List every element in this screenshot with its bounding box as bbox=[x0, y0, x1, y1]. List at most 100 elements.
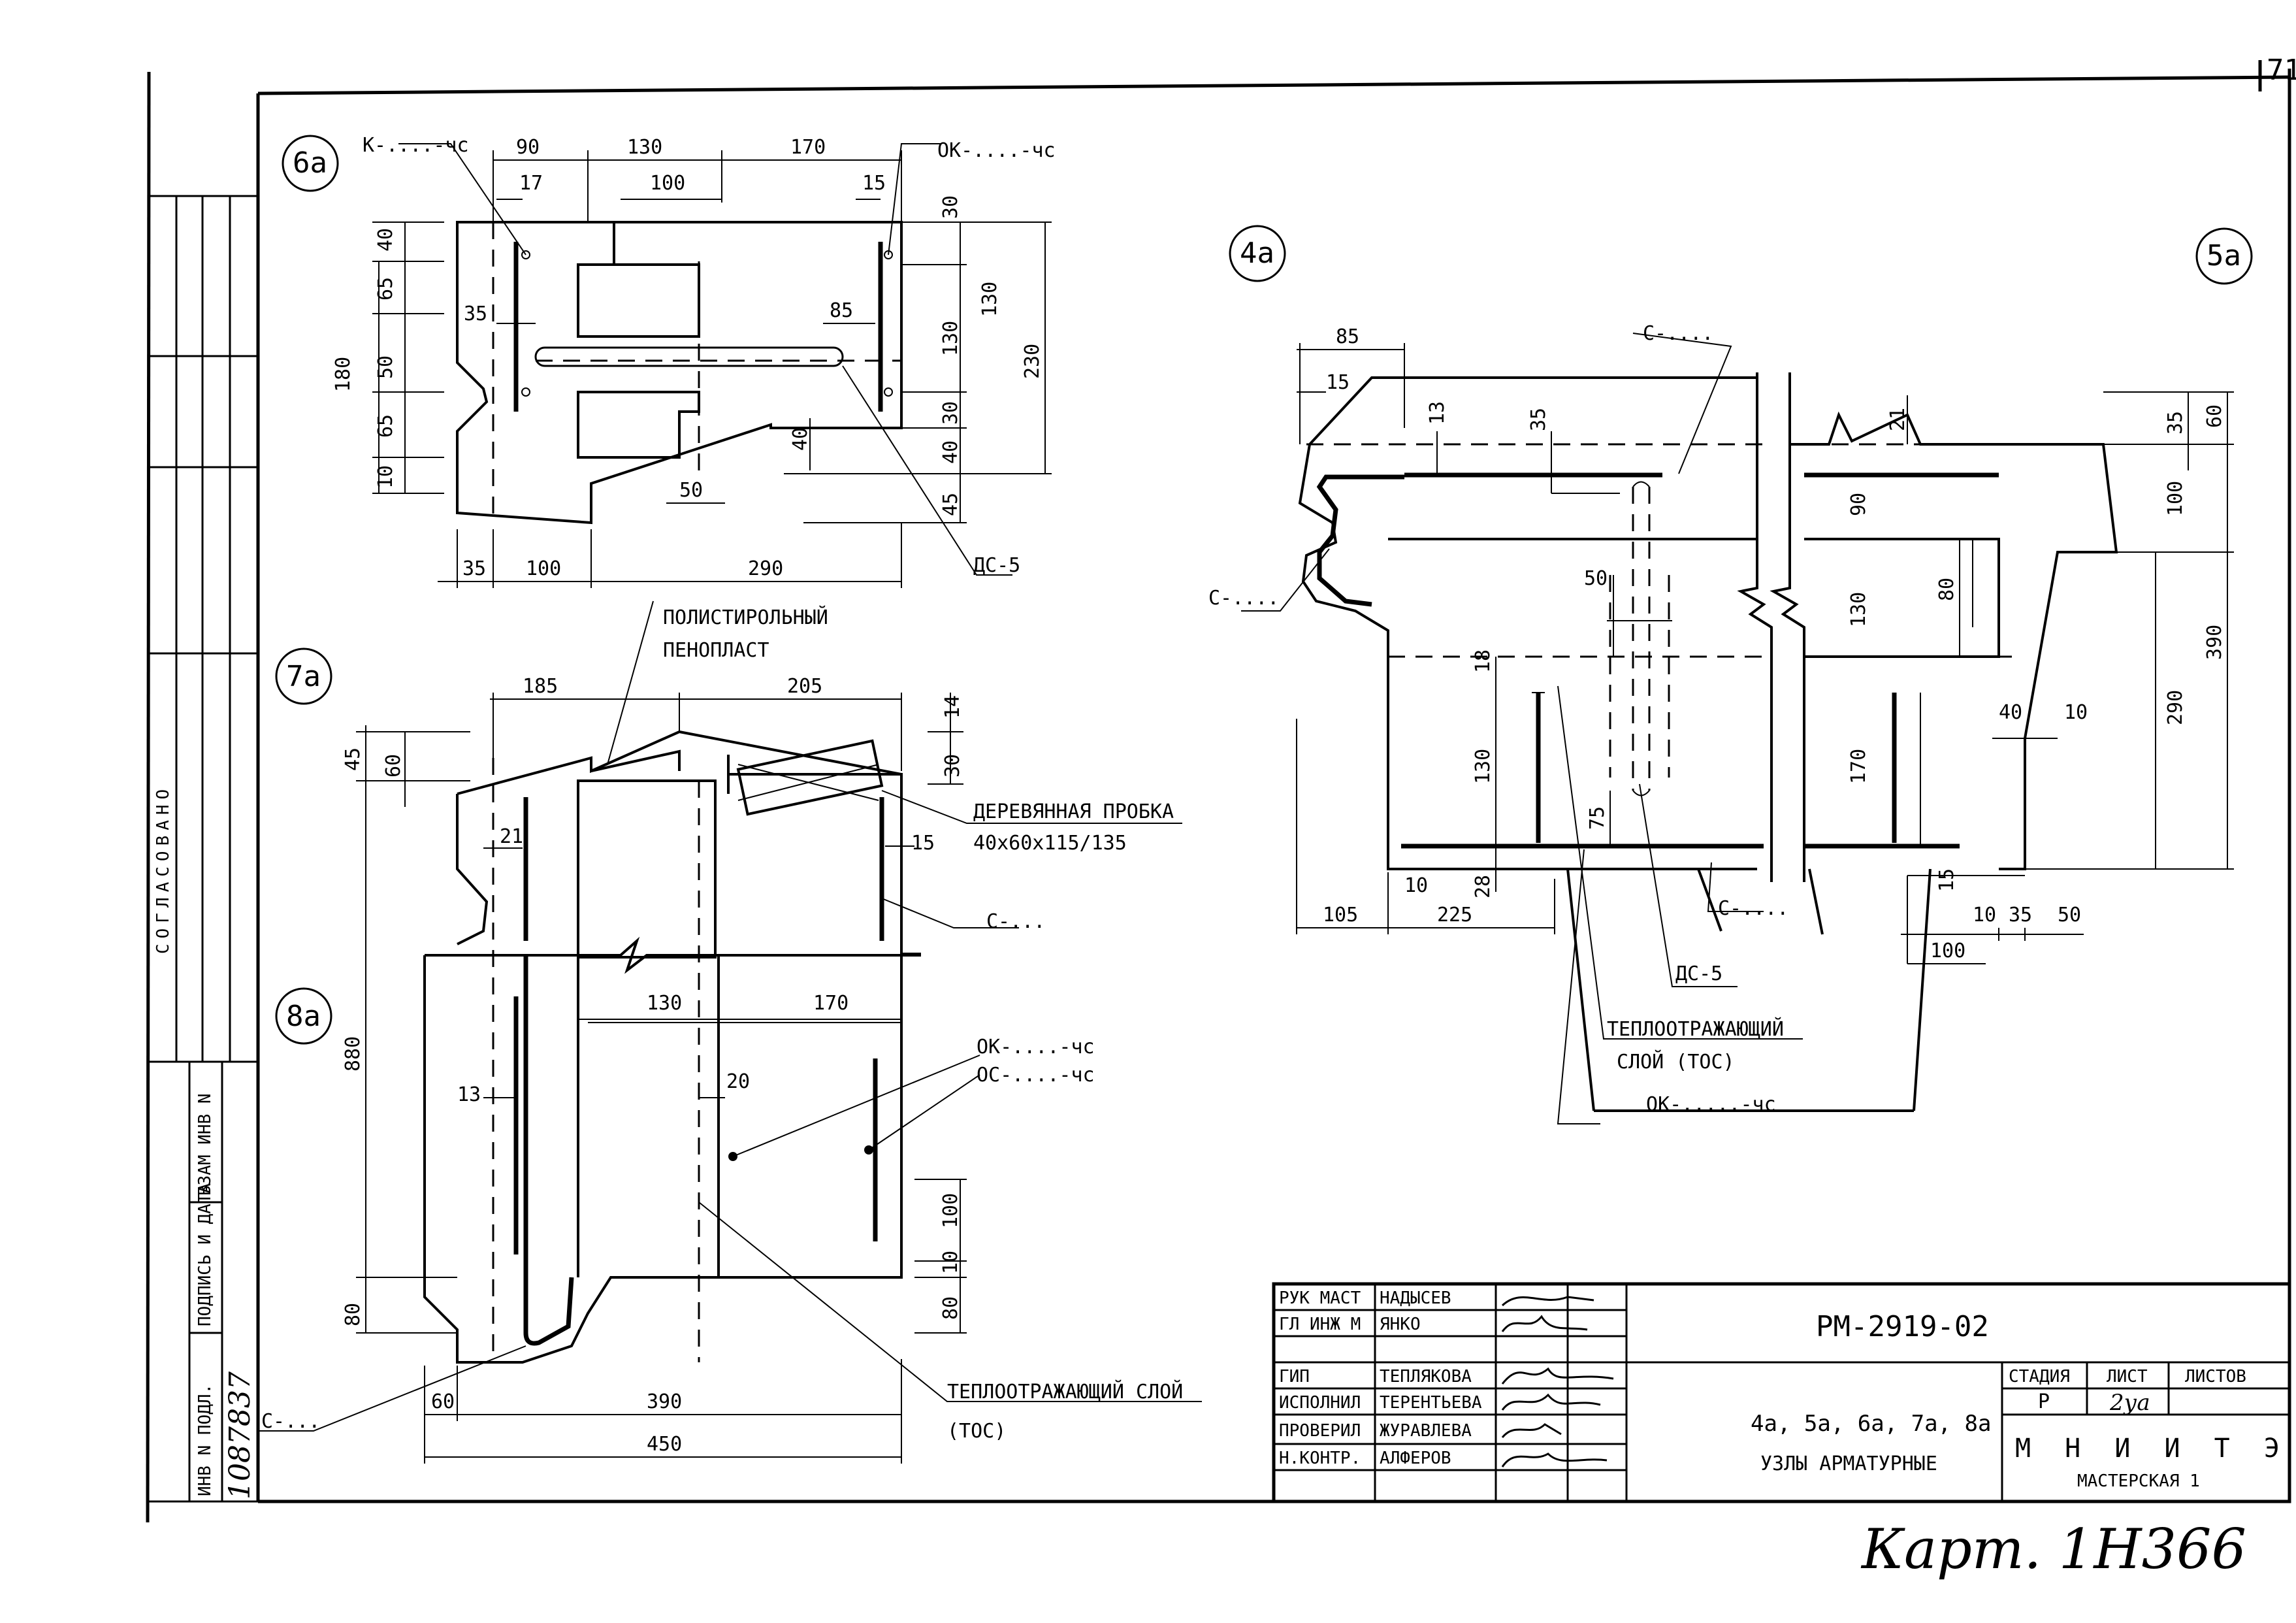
node-8a-circle bbox=[275, 987, 332, 1045]
node-5a-dim-60: 60 bbox=[2203, 404, 2226, 428]
node-4a-dim-85: 85 bbox=[1336, 325, 1359, 348]
node-6a-dim-65a: 65 bbox=[374, 277, 397, 301]
inv-podl-label: ИНВ N ПОДЛ. bbox=[195, 1384, 215, 1496]
tb-name-0: НАДЫСЕВ bbox=[1380, 1288, 1451, 1308]
node-6a-circle bbox=[282, 135, 339, 192]
node-6a-mark-k: К-....-чс bbox=[363, 134, 469, 157]
node-8a-dim-450: 450 bbox=[647, 1433, 682, 1456]
node-4a-dim-35: 35 bbox=[1527, 408, 1550, 431]
node-7a-dim-45: 45 bbox=[342, 747, 364, 771]
podpis-label: ПОДПИСЬ И ДАТА bbox=[195, 1183, 215, 1326]
node-8a-dim-880: 880 bbox=[342, 1036, 364, 1072]
node-4a-mark-c3: С-.... bbox=[1718, 897, 1788, 920]
node-6a-dim-17: 17 bbox=[519, 172, 543, 195]
node-6a-dim-65b: 65 bbox=[374, 414, 397, 438]
tb-org2: МАСТЕРСКАЯ 1 bbox=[2077, 1471, 2200, 1491]
node-6a-dim-90: 90 bbox=[516, 136, 540, 159]
node-7a-foam: ПОЛИСТИРОЛЬНЫЙ bbox=[663, 606, 828, 629]
node-4a-mark-c1: С-.... bbox=[1643, 322, 1713, 345]
tb-name-4: ТЕРЕНТЬЕВА bbox=[1380, 1393, 1482, 1413]
vzam-inv-label: ВЗАМ ИНВ N bbox=[195, 1093, 215, 1196]
node-6a-mark-ok: ОК-....-чс bbox=[937, 139, 1056, 162]
node-6a-dim-170: 170 bbox=[790, 136, 826, 159]
node-4a-circle bbox=[1229, 225, 1286, 282]
tb-role-1: ГЛ ИНЖ М bbox=[1279, 1315, 1361, 1334]
node-5a-outline bbox=[1790, 411, 2118, 870]
node-7a-circle bbox=[275, 648, 332, 705]
node-6a-dim-85: 85 bbox=[830, 299, 853, 322]
node-6a-dim-100t: 100 bbox=[650, 172, 685, 195]
tb-name-3: ТЕПЛЯКОВА bbox=[1380, 1367, 1472, 1386]
node-6a-dim-40r: 40 bbox=[939, 440, 962, 464]
node-7a-dim-21: 21 bbox=[500, 825, 523, 848]
node-4a-mark-dc: ДС-5 bbox=[1675, 962, 1722, 985]
node-6a-label: 6а bbox=[293, 146, 327, 180]
tb-name-1: ЯНКО bbox=[1380, 1315, 1421, 1334]
tb-org: М Н И И Т Э П bbox=[2015, 1434, 2296, 1464]
node-5a-dim-15: 15 bbox=[1935, 868, 1958, 892]
node-6a-dim-10: 10 bbox=[374, 465, 397, 489]
node-7a-mark-c: С-... bbox=[986, 910, 1045, 933]
node-6a-dim-30a: 30 bbox=[939, 195, 962, 219]
node-8a-mark-ok: ОК-....-чс bbox=[977, 1036, 1095, 1058]
title-block: РУК МАСТ НАДЫСЕВ ГЛ ИНЖ М ЯНКО ГИП ТЕПЛЯ… bbox=[1272, 1282, 2296, 1503]
tb-stage-header: СТАДИЯ bbox=[2009, 1367, 2070, 1386]
agreed-label: СОГЛАСОВАНО bbox=[154, 784, 173, 954]
node-7a-plug-size: 40х60х115/135 bbox=[973, 832, 1127, 855]
node-4a-tos: ТЕПЛООТРАЖАЮЩИЙ bbox=[1607, 1017, 1784, 1041]
node-4a-dim-130: 130 bbox=[1472, 749, 1495, 784]
node-4a-dim-28: 28 bbox=[1472, 875, 1495, 898]
tb-name-5: ЖУРАВЛЕВА bbox=[1380, 1421, 1472, 1441]
node-5a-dim-100b: 100 bbox=[1930, 940, 1965, 962]
node-8a-dim-20: 20 bbox=[726, 1070, 750, 1093]
node-6a-dim-35b: 35 bbox=[462, 557, 486, 580]
node-8a-dim-80r: 80 bbox=[939, 1296, 962, 1320]
node-6a-dim-30b: 30 bbox=[939, 401, 962, 425]
node-8a-dim-80l: 80 bbox=[342, 1303, 364, 1326]
node-6a-dim-230: 230 bbox=[1021, 344, 1044, 379]
node-5a-dim-35b: 35 bbox=[2009, 904, 2032, 926]
node-7a-dim-205: 205 bbox=[787, 675, 822, 698]
node-7a-dim-30: 30 bbox=[941, 754, 964, 778]
node-8a-dim-10: 10 bbox=[939, 1251, 962, 1274]
node-8a-dim-170: 170 bbox=[813, 992, 849, 1015]
node-4a-mark-c2: С-.... bbox=[1208, 587, 1279, 610]
node-5a-dim-80: 80 bbox=[1935, 578, 1958, 601]
tb-sheet: 2уа bbox=[2109, 1390, 2150, 1416]
inv-number: 1087837 bbox=[223, 1371, 257, 1500]
node-8a-mark-oc: ОС-....-чс bbox=[977, 1064, 1095, 1087]
node-5a-dim-100: 100 bbox=[2164, 481, 2187, 516]
node-8a-tos: ТЕПЛООТРАЖАЮЩИЙ СЛОЙ bbox=[947, 1380, 1183, 1403]
node-4a-dim-15: 15 bbox=[1326, 371, 1350, 394]
node-6a-dim-130r: 130 bbox=[939, 321, 962, 356]
node-5a-dim-10b: 10 bbox=[1973, 904, 1996, 926]
signatures bbox=[1501, 1296, 1614, 1467]
page-number: 71 bbox=[2267, 54, 2296, 87]
node-6a-dim-40m: 40 bbox=[789, 427, 812, 451]
node-7a-plug: ДЕРЕВЯННАЯ ПРОБКА bbox=[973, 800, 1174, 823]
node-8a-dim-390: 390 bbox=[647, 1390, 682, 1413]
node-6a-dim-45: 45 bbox=[939, 493, 962, 516]
node-5a-dim-290: 290 bbox=[2164, 690, 2187, 725]
node-5a-dim-40: 40 bbox=[1999, 701, 2022, 724]
node-6a-dim-180: 180 bbox=[332, 357, 355, 392]
node-5a-dim-390: 390 bbox=[2203, 625, 2226, 660]
node-4a-dim-225: 225 bbox=[1437, 904, 1472, 926]
node-6a-mark-dc: ДС-5 bbox=[973, 554, 1020, 577]
node-6a-dim-100b: 100 bbox=[526, 557, 561, 580]
node-8a-outline bbox=[423, 955, 903, 1364]
tb-role-6: Н.КОНТР. bbox=[1279, 1449, 1361, 1468]
node-6a-dim-40l: 40 bbox=[374, 228, 397, 252]
node-5a-dim-130: 130 bbox=[1847, 592, 1870, 627]
node-5a-circle bbox=[2195, 227, 2253, 285]
tb-stage: Р bbox=[2038, 1390, 2050, 1413]
tb-role-4: ИСПОЛНИЛ bbox=[1279, 1393, 1361, 1413]
node-4a-dim-50: 50 bbox=[1584, 567, 1608, 590]
tb-role-5: ПРОВЕРИЛ bbox=[1279, 1421, 1361, 1441]
node-7a-dim-14: 14 bbox=[941, 695, 964, 719]
node-4a-dim-75: 75 bbox=[1586, 806, 1609, 830]
node-5a-dim-170: 170 bbox=[1847, 749, 1870, 784]
node-4a-label: 4а bbox=[1240, 237, 1274, 270]
tb-nodes-list: 4а, 5а, 6а, 7а, 8а bbox=[1751, 1411, 1991, 1437]
